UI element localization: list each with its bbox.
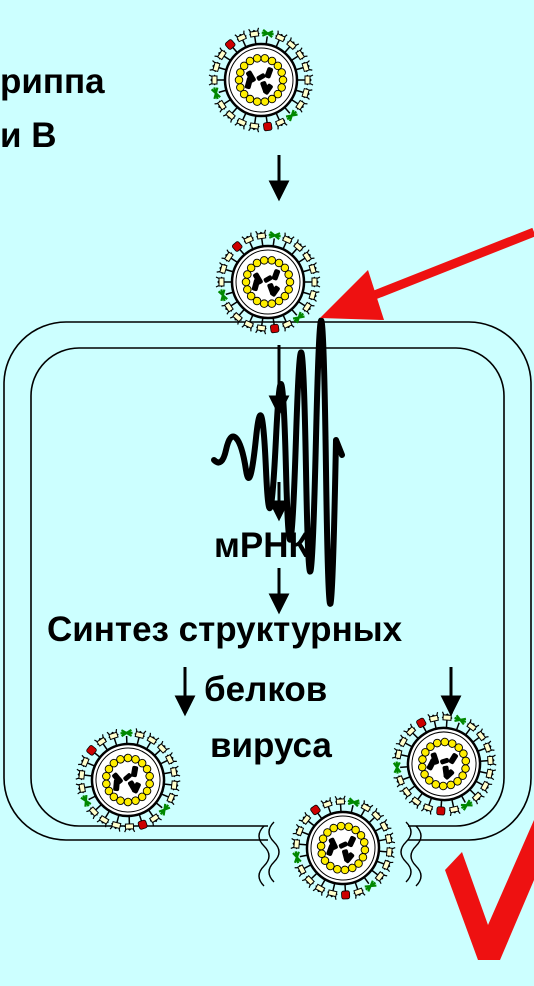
mrna-label: мРНК <box>214 526 310 565</box>
down-arrow-icon <box>268 568 290 615</box>
down-arrow-icon <box>268 482 290 522</box>
down-arrow-icon <box>440 667 462 717</box>
virion-icon <box>285 790 401 906</box>
virion-icon <box>214 228 322 336</box>
down-arrow-icon <box>174 667 196 717</box>
virion-icon <box>66 718 190 842</box>
synthesis-label: Синтез структурных <box>47 610 403 649</box>
budding-membrane-lines <box>258 821 422 887</box>
red-check-icon <box>445 820 534 960</box>
rna-helix-icon <box>211 317 345 607</box>
virion-icon <box>207 26 315 134</box>
red-arrow-icon <box>320 227 534 320</box>
virus-label: вируса <box>210 726 332 765</box>
virion-icon <box>381 700 507 828</box>
title-line-2: и В <box>0 116 57 155</box>
down-arrow-icon <box>268 155 290 202</box>
proteins-label: белков <box>204 670 328 709</box>
title-line-1: риппа <box>0 62 105 101</box>
